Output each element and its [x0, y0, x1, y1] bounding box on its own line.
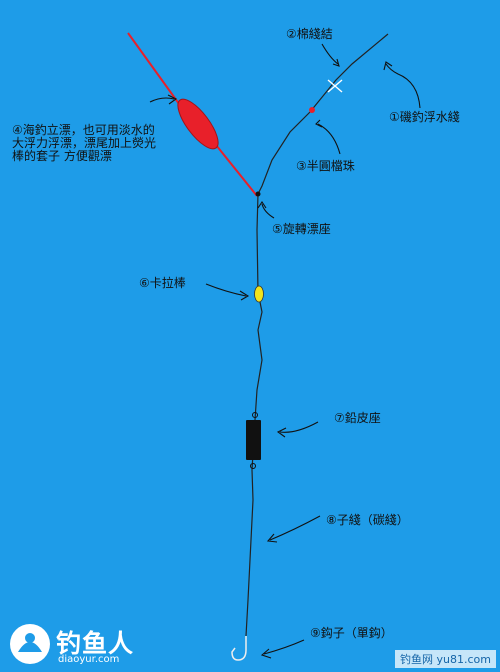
swivel-seat	[255, 191, 261, 197]
half-bead	[309, 107, 315, 113]
float-antenna	[127, 32, 183, 109]
cotton-knot	[327, 79, 343, 93]
swivel-top	[252, 412, 258, 418]
float-body	[177, 98, 219, 150]
arrow-9	[263, 639, 305, 655]
arrow-2	[321, 43, 339, 65]
label-cotton-knot: ②棉綫結	[286, 27, 333, 41]
label-lead-seat: ⑦鉛皮座	[334, 411, 381, 425]
arrow-6	[205, 283, 247, 297]
swivel-bottom	[250, 463, 256, 469]
arrow-8	[269, 515, 321, 541]
watermark: 钓鱼网 yu81.com	[395, 650, 496, 668]
label-kara-stick: ⑥卡拉棒	[139, 276, 186, 290]
arrow-4	[149, 97, 175, 103]
label-float-line: ①磯釣浮水綫	[389, 110, 460, 124]
label-half-bead: ③半圓檔珠	[296, 159, 355, 173]
label-hook: ⑨鈎子（單鈎）	[310, 626, 393, 640]
logo-title: 钓鱼人	[56, 629, 135, 658]
fisherman-icon	[10, 624, 50, 664]
arrow-7	[279, 421, 319, 433]
arrow-5	[261, 203, 275, 219]
label-sea-float: ④海釣立漂，也可用淡水的 大浮力浮漂，漂尾加上熒光 棒的套子 方便觀漂	[12, 123, 157, 163]
float-tail	[211, 139, 258, 197]
arrow-3	[317, 123, 341, 155]
logo-url: diaoyur.com	[58, 654, 120, 665]
kara-stick	[254, 285, 264, 303]
arrows	[149, 43, 421, 659]
lead-sinker	[246, 420, 261, 460]
arrow-1	[385, 63, 421, 109]
logo: 钓鱼人 diaoyur.com	[8, 622, 148, 668]
hook	[231, 636, 247, 661]
label-leader-line: ⑧子綫（碳綫）	[326, 513, 409, 527]
label-swivel-seat: ⑤旋轉漂座	[272, 222, 331, 236]
